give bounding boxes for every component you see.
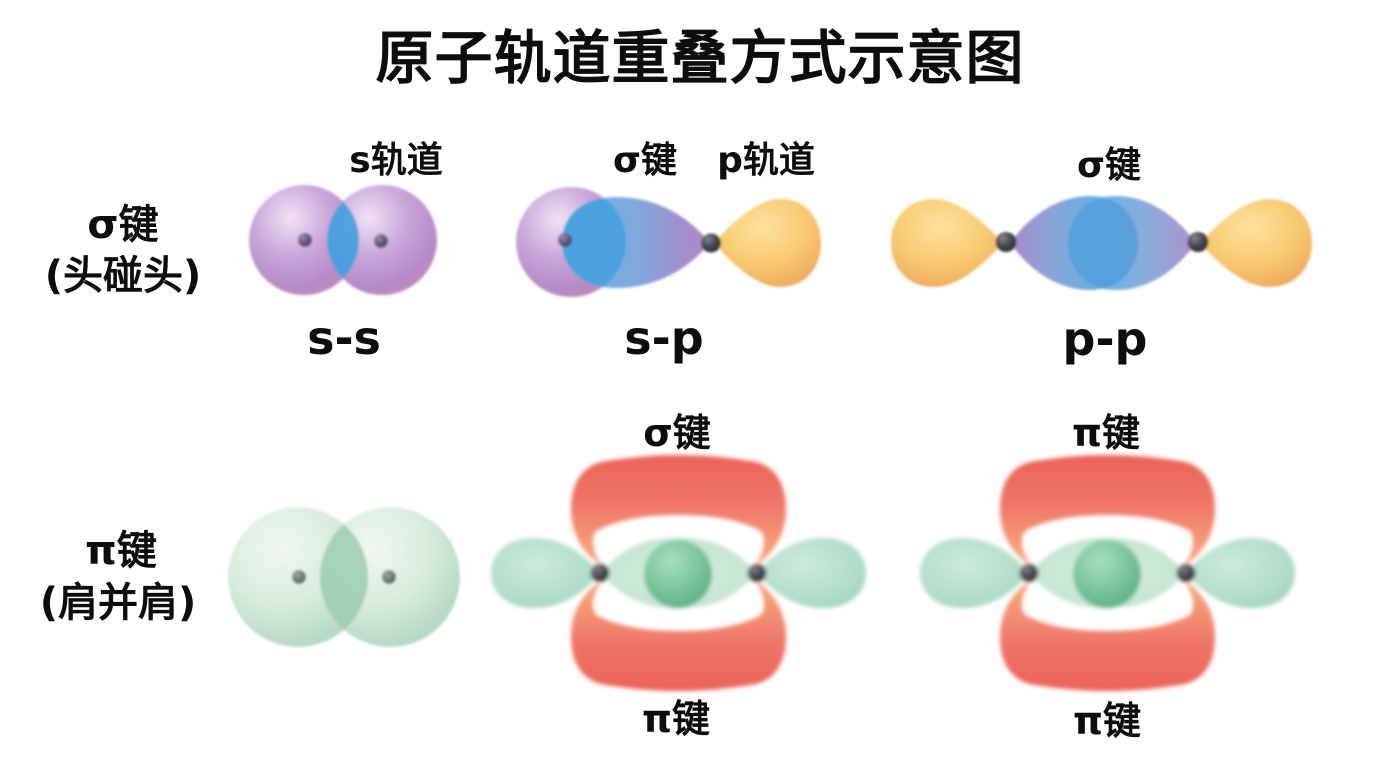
pi-bond-diagram-2 [920,455,1295,691]
pi1-top-label: σ键 [643,411,711,455]
row2-bond-mode-label: (肩并肩) [40,580,197,626]
nucleus-dot [382,570,396,584]
nucleus-dot [374,234,388,248]
row1-bond-type-label: σ键 [87,202,158,248]
nucleus-ball [1187,232,1209,252]
pi-bond-diagram [491,455,866,691]
nucleus-ball [747,564,767,582]
green-overlap-region [320,507,368,647]
page-title: 原子轨道重叠方式示意图 [375,24,1024,92]
sigma-bond-sphere [644,540,712,608]
pp-overlap-region [1068,196,1138,290]
nucleus-ball [701,233,721,253]
nucleus-dot [558,233,572,247]
pi2-bottom-label: π键 [1073,699,1141,743]
p-orbital-lobe-green-right [757,538,866,608]
sp-orbital-label: p轨道 [717,140,815,181]
p-orbital-lobe-yellow [714,199,821,287]
ss-orbital-label: s轨道 [349,140,442,181]
sp-overlap-region [562,197,626,288]
row2-bond-type-label: π键 [85,528,157,574]
pp-bond-label: σ键 [1077,145,1141,186]
pi1-bottom-label: π键 [642,697,710,741]
p-orbital-lobe-green-left [491,538,600,608]
ss-overlap-diagram [249,185,437,295]
nucleus-ball [590,564,610,582]
sp-caption: s-p [624,311,703,365]
p-orbital-lobe-yellow-right [1200,199,1312,287]
green-overlap-diagram [228,507,460,647]
p-orbital-lobe-yellow-left [891,199,1003,287]
row1-bond-mode-label: (头碰头) [45,253,202,299]
sp-bond-label: σ键 [613,140,677,181]
sp-overlap-diagram [516,187,821,297]
pp-caption: p-p [1063,312,1148,366]
pi2-top-label: π键 [1072,411,1140,455]
pi-bond-cloud-top [571,455,786,566]
ss-caption: s-s [307,311,381,365]
nucleus-dot [292,570,306,584]
nucleus-ball [995,232,1017,252]
pp-overlap-diagram [891,196,1312,290]
nucleus-dot [298,233,312,247]
